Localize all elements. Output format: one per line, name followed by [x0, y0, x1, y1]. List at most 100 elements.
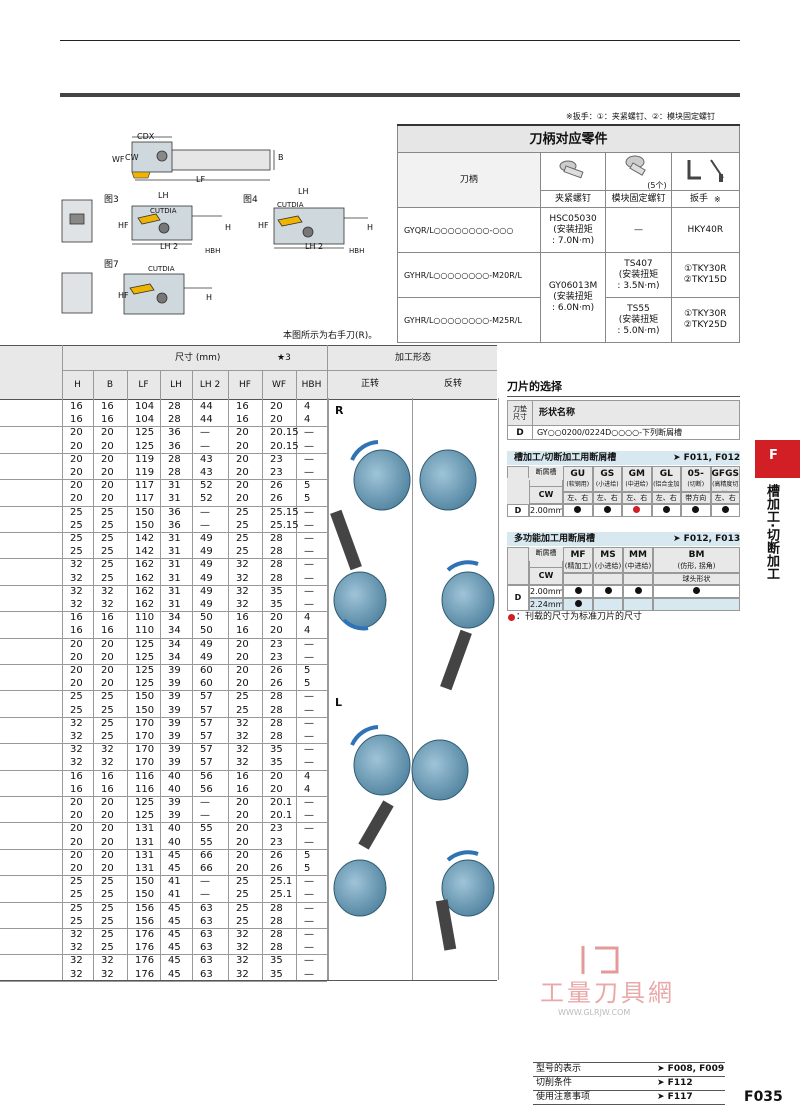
table-cell: 4 [304, 783, 311, 795]
table-cell: 25 [101, 691, 114, 703]
table-row [0, 545, 327, 560]
dims-header [0, 345, 497, 400]
label-hf-3: HF [118, 221, 129, 230]
table-cell: 63 [200, 929, 213, 940]
table-cell: 43 [200, 453, 213, 465]
table-cell: 25 [101, 915, 114, 927]
table-cell: 32 [70, 744, 83, 756]
watermark-url: WWW.GLRJW.COM [558, 1008, 631, 1017]
table-cell: 32 [101, 955, 114, 967]
table-cell: 25.1 [270, 876, 293, 888]
table-cell: — [304, 467, 314, 478]
table-cell: 125 [135, 440, 155, 452]
table-cell: — [304, 585, 314, 597]
table-cell: 52 [200, 493, 213, 505]
table-cell: 142 [135, 533, 155, 544]
table-cell: 25 [236, 889, 249, 901]
tool-drawings [61, 136, 368, 315]
hdr-size: 刀垫 尺寸 [507, 400, 533, 426]
table-cell: 25 [236, 915, 249, 927]
table-cell: 36 [168, 427, 181, 439]
table-cell: 16 [70, 612, 83, 624]
table-cell: 170 [135, 731, 155, 742]
dims-col-line [228, 371, 229, 980]
table-cell: 35 [270, 585, 283, 597]
legend-red-dot-icon [508, 614, 515, 621]
table-cell: 25 [101, 704, 114, 716]
footer-label: 使用注意事项 [536, 1092, 591, 1102]
table-cell: 45 [168, 915, 181, 927]
table-cell: 5 [304, 678, 311, 690]
label-lh2-4: LH 2 [305, 242, 324, 251]
parts-clamp-1: HSC05030 (安装扭矩 : 7.0N·m) [539, 207, 607, 253]
table-cell: — [304, 453, 314, 465]
label-hf-7: HF [118, 291, 129, 300]
table-cell: 5 [304, 493, 311, 505]
groove1-title: 槽加工/切断加工用断屑槽 [514, 453, 617, 463]
table-cell: 25 [70, 889, 83, 901]
table-cell: 131 [135, 849, 155, 861]
table-cell: 25 [236, 519, 249, 531]
module-count: (5个) [647, 180, 667, 190]
wrench-mark: ※ [713, 194, 721, 204]
table-cell: 35 [270, 744, 283, 756]
table-cell: 32 [236, 929, 249, 940]
label-cutdia-7: CUTDIA [148, 265, 175, 273]
label-lh-3: LH [158, 191, 169, 200]
table-cell: — [200, 440, 210, 452]
table-cell: 32 [236, 757, 249, 769]
table-row [0, 730, 327, 745]
table-cell: 35 [270, 599, 283, 610]
dims-col-line [262, 371, 263, 980]
table-cell: 150 [135, 519, 155, 531]
dims-col-h: H [74, 380, 81, 390]
table-cell: 20 [236, 863, 249, 874]
table-cell: 28 [270, 717, 283, 729]
table-cell: — [304, 533, 314, 544]
groove2-ref: ➤ F012, F013 [673, 534, 741, 544]
footer-ref-link[interactable]: ➤ F008, F009 [657, 1064, 725, 1074]
g2-row-cw: 2.00mm [529, 585, 563, 598]
table-cell: 25 [70, 915, 83, 927]
table-cell: 25 [236, 506, 249, 518]
table-cell: 20 [236, 638, 249, 650]
table-cell: 25 [70, 519, 83, 531]
table-cell: 20 [70, 467, 83, 478]
table-cell: 39 [168, 797, 181, 808]
table-row [0, 598, 327, 613]
table-cell: 32 [236, 585, 249, 597]
table-cell: 23 [270, 836, 283, 848]
dims-bottom-rule [0, 980, 497, 981]
g1-mark [681, 504, 711, 517]
table-cell: 16 [101, 625, 114, 637]
footer-ref-link[interactable]: ➤ F112 [657, 1078, 693, 1088]
table-cell: 40 [168, 823, 181, 835]
table-cell: 32 [101, 599, 114, 610]
table-cell: 20 [70, 797, 83, 808]
footer-ref-link[interactable]: ➤ F117 [657, 1092, 693, 1102]
table-cell: 25 [101, 506, 114, 518]
table-cell: 28 [270, 559, 283, 571]
dims-group-header: 尺寸 (mm) [175, 353, 221, 363]
g2-cw-label: CW [529, 567, 563, 585]
label-lh2-3: LH 2 [160, 242, 179, 251]
workpiece-r-rev-1 [419, 449, 477, 511]
table-cell: — [304, 757, 314, 769]
table-cell: 25 [101, 533, 114, 544]
table-cell: 25 [236, 546, 249, 558]
table-cell: 45 [168, 863, 181, 874]
table-cell: 25 [101, 572, 114, 584]
table-cell: 20 [270, 770, 283, 782]
g2-row-size: D [507, 585, 529, 611]
dot-icon [574, 587, 582, 594]
table-cell: 20 [101, 467, 114, 478]
table-cell: 20.15 [270, 440, 299, 452]
wrench-note: ※扳手：①：夹紧螺钉、②：模块固定螺钉 [566, 112, 716, 121]
table-cell: — [304, 823, 314, 835]
table-cell: 20 [70, 440, 83, 452]
parts-wrench-3: ①TKY30R ②TKY25D [670, 297, 741, 343]
workpiece-illustrations [330, 440, 495, 951]
table-cell: 25 [101, 889, 114, 901]
workpiece-l-rev-2 [441, 850, 495, 917]
table-cell: 176 [135, 942, 155, 954]
